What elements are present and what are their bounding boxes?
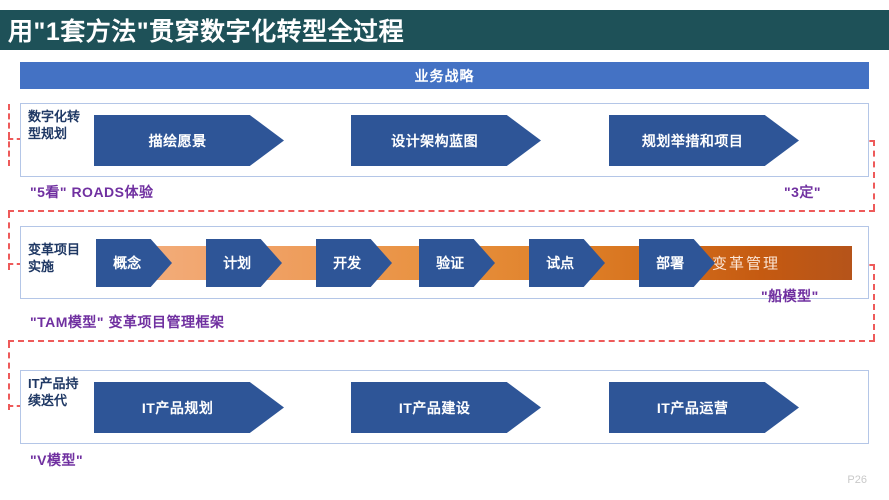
- step-arrow-it-3[interactable]: IT产品运营: [609, 382, 799, 433]
- step-label: IT产品建设: [398, 399, 471, 416]
- step-label: IT产品规划: [141, 399, 214, 416]
- change-management-label: 变革管理: [711, 254, 780, 273]
- dashed-return-path-1: [8, 210, 875, 212]
- dashed-connector-left-1: [8, 104, 10, 166]
- section-planning-label: 数字化转型规划: [28, 109, 81, 141]
- section-change-label: 变革项目实施: [28, 242, 81, 274]
- business-strategy-bar: 业务战略: [20, 62, 869, 89]
- dashed-connector-right-1: [873, 140, 875, 210]
- step-label: IT产品运营: [656, 399, 729, 416]
- dashed-stub-left-3: [8, 405, 22, 407]
- step-arrow-it-2[interactable]: IT产品建设: [351, 382, 541, 433]
- note-it-product-left: "V模型": [30, 452, 84, 468]
- step-arrow-planning-2[interactable]: 设计架构蓝图: [351, 115, 541, 166]
- dashed-return-path-2: [8, 340, 875, 342]
- step-arrow-planning-1[interactable]: 描绘愿景: [94, 115, 284, 166]
- step-label: 描绘愿景: [148, 132, 207, 149]
- slide-header: 用"1套方法"贯穿数字化转型全过程: [0, 10, 874, 50]
- note-planning-right: "3定": [784, 184, 822, 200]
- step-label: 规划举措和项目: [641, 132, 744, 149]
- section-it-product-label: IT产品持续迭代: [28, 376, 79, 408]
- step-label: 概念: [113, 255, 142, 271]
- step-label: 验证: [436, 255, 465, 271]
- section-change: 变革项目实施 变革管理 概念 计划 开发 验证 试点 部署: [20, 226, 869, 299]
- section-planning: 数字化转型规划 描绘愿景 设计架构蓝图 规划举措和项目: [20, 103, 869, 177]
- step-arrow-it-1[interactable]: IT产品规划: [94, 382, 284, 433]
- header-right-strip: [874, 10, 889, 50]
- business-strategy-label: 业务战略: [414, 67, 475, 84]
- note-planning-left: "5看" ROADS体验: [30, 184, 154, 200]
- section-it-product: IT产品持续迭代 IT产品规划 IT产品建设 IT产品运营: [20, 370, 869, 444]
- step-label: 部署: [656, 255, 685, 271]
- step-label: 试点: [546, 255, 575, 271]
- step-label: 设计架构蓝图: [391, 132, 479, 149]
- note-change-right: "船模型": [761, 288, 819, 304]
- dashed-stub-left-1: [8, 138, 22, 140]
- page-title: 用"1套方法"贯穿数字化转型全过程: [8, 18, 405, 46]
- dashed-connector-left-2: [8, 212, 10, 270]
- step-arrow-planning-3[interactable]: 规划举措和项目: [609, 115, 799, 166]
- dashed-connector-left-3: [8, 342, 10, 410]
- step-label: 开发: [333, 255, 362, 271]
- step-label: 计划: [223, 255, 252, 271]
- dashed-connector-right-2: [873, 264, 875, 340]
- dashed-stub-left-2: [8, 263, 22, 265]
- page-number: P26: [847, 474, 867, 486]
- note-change-left: "TAM模型" 变革项目管理框架: [30, 314, 225, 330]
